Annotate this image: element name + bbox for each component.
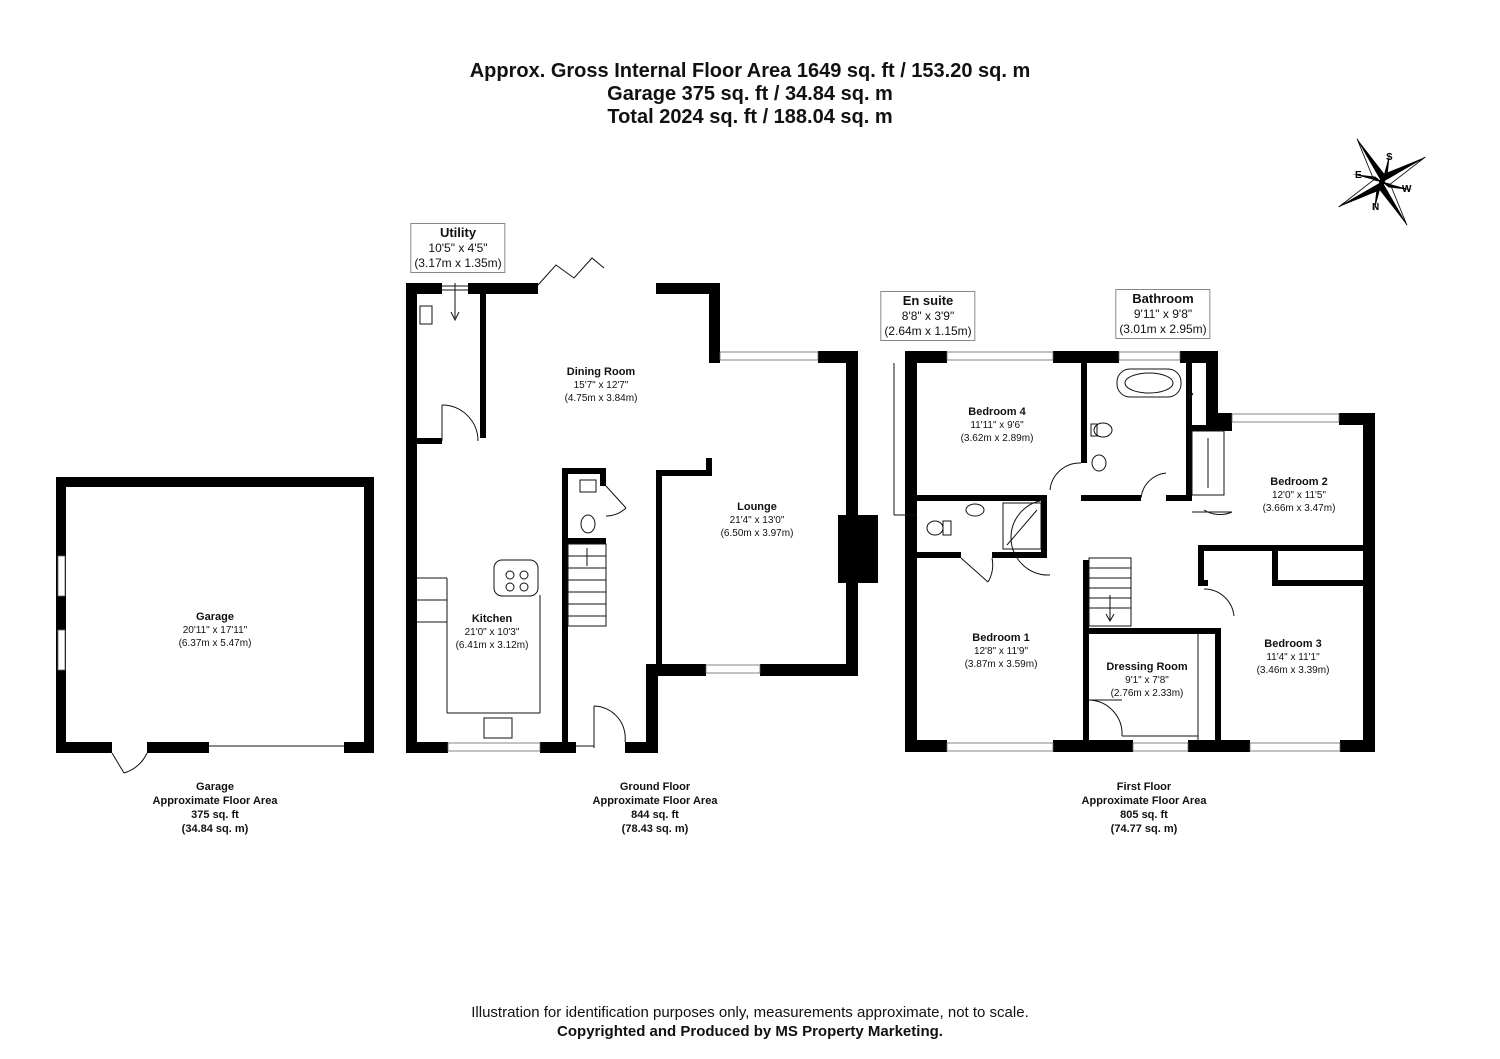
first-floor-plan [893, 351, 1375, 752]
credit-text: Copyrighted and Produced by MS Property … [557, 1023, 943, 1040]
room-label-bathroom: Bathroom 9'11" x 9'8" (3.01m x 2.95m) [1115, 289, 1211, 339]
room-label-garage: Garage 20'11" x 17'11" (6.37m x 5.47m) [178, 611, 252, 649]
room-label-en-suite: En suite 8'8" x 3'9" (2.64m x 1.15m) [880, 291, 976, 341]
compass-icon: S E W N [1338, 138, 1426, 226]
room-label-utility: Utility 10'5" x 4'5" (3.17m x 1.35m) [410, 223, 506, 273]
disclaimer-text: Illustration for identification purposes… [471, 1004, 1029, 1021]
garage-floor-area: Garage Approximate Floor Area 375 sq. ft… [152, 781, 278, 835]
garage-area-title: Garage 375 sq. ft / 34.84 sq. m [607, 83, 893, 105]
compass-e-label: E [1355, 170, 1362, 181]
room-label-kitchen: Kitchen 21'0" x 10'3" (6.41m x 3.12m) [455, 613, 529, 651]
garage-plan [56, 477, 374, 774]
ground-floor-plan [406, 257, 878, 753]
room-label-bedroom-4: Bedroom 4 11'11" x 9'6" (3.62m x 2.89m) [960, 406, 1034, 444]
total-area-title: Total 2024 sq. ft / 188.04 sq. m [607, 106, 893, 128]
room-label-lounge: Lounge 21'4" x 13'0" (6.50m x 3.97m) [720, 501, 794, 539]
room-label-dressing-room: Dressing Room 9'1" x 7'8" (2.76m x 2.33m… [1106, 661, 1188, 699]
gross-area-title: Approx. Gross Internal Floor Area 1649 s… [469, 60, 1031, 82]
footer: Illustration for identification purposes… [0, 1003, 1500, 1041]
compass-s-label: S [1386, 152, 1393, 163]
first-floor-area: First Floor Approximate Floor Area 805 s… [1081, 781, 1207, 835]
area-summary: Approx. Gross Internal Floor Area 1649 s… [0, 60, 1500, 129]
room-label-dining-room: Dining Room 15'7" x 12'7" (4.75m x 3.84m… [564, 366, 638, 404]
room-label-bedroom-2: Bedroom 2 12'0" x 11'5" (3.66m x 3.47m) [1262, 476, 1336, 514]
room-label-bedroom-1: Bedroom 1 12'8" x 11'9" (3.87m x 3.59m) [964, 632, 1038, 670]
ground-floor-area: Ground Floor Approximate Floor Area 844 … [592, 781, 718, 835]
room-label-bedroom-3: Bedroom 3 11'4" x 11'1" (3.46m x 3.39m) [1256, 638, 1330, 676]
compass-n-label: N [1372, 202, 1379, 213]
compass-w-label: W [1402, 184, 1412, 195]
